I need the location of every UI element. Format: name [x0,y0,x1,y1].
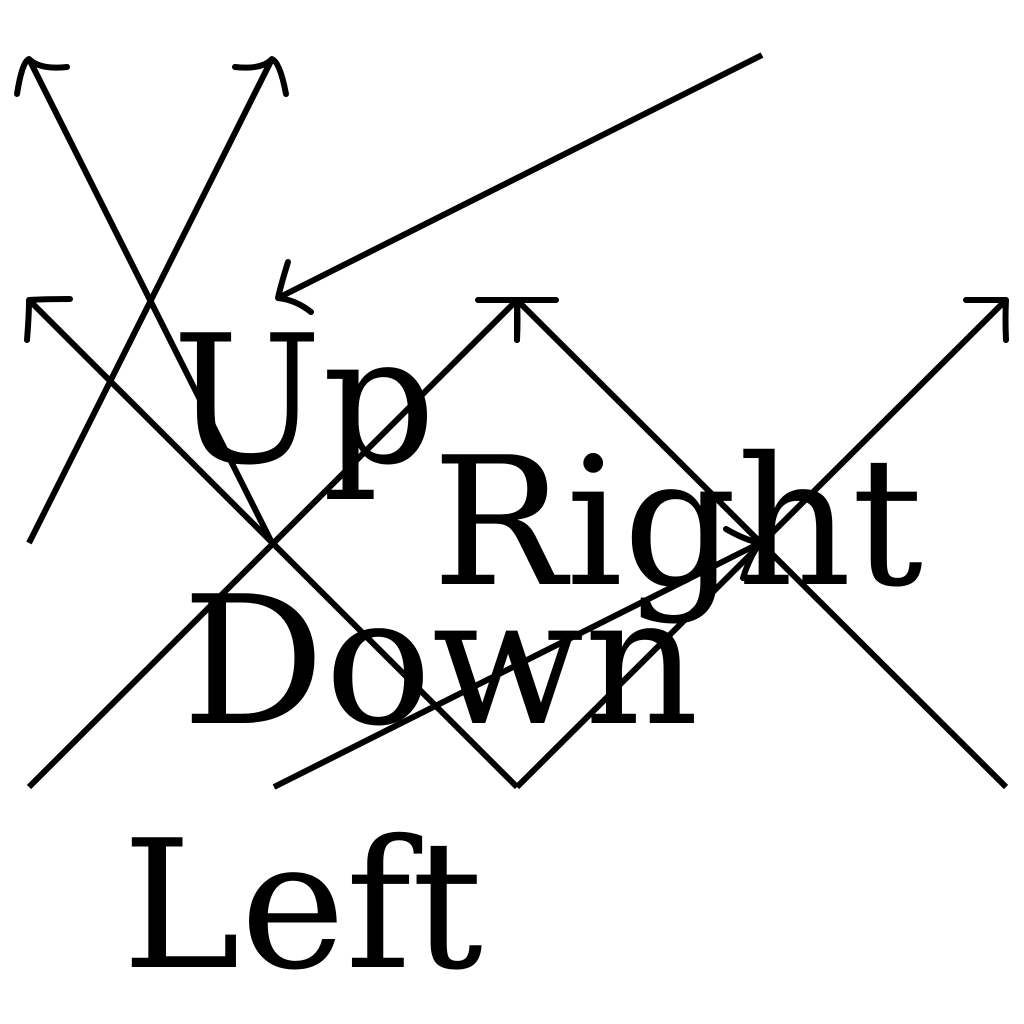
label-right: Right [432,419,923,626]
arrow-8 [272,526,763,790]
label-up: Up [172,297,436,504]
arrow-5-shaft [26,297,520,790]
label-down: Down [182,558,699,765]
arrow-6-head-icon [514,297,559,343]
arrow-3 [275,52,764,315]
arrow-2-head-icon [232,56,289,97]
arrow-1-head-icon [14,56,70,97]
arrow-8-shaft [272,540,762,790]
arrow-8-head-icon [723,526,763,581]
arrow-3-head-icon [275,259,314,315]
arrow-2-shaft [26,57,275,545]
arrow-7-head-icon [963,297,1009,343]
arrow-3-shaft [276,52,764,301]
label-left: Left [122,802,483,1009]
arrow-4-head-icon [24,296,73,343]
arrow-2 [26,56,289,545]
